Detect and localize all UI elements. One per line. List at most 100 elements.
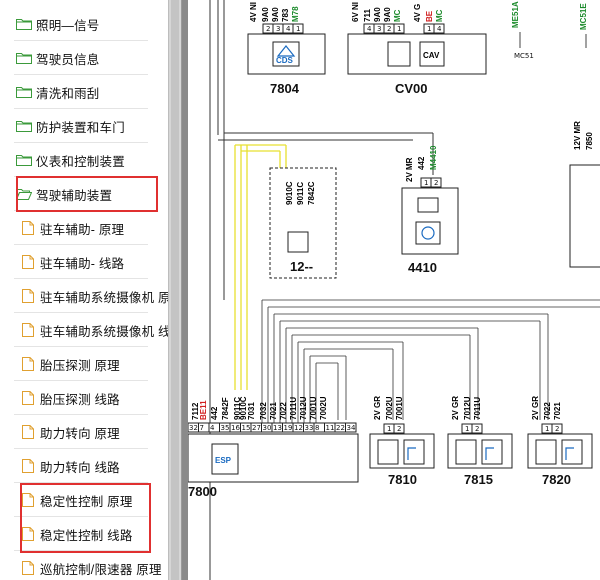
folder-open-icon [16, 189, 32, 200]
component-icon-box [455, 439, 477, 465]
connector-code: 2V GR [373, 396, 382, 420]
wire-label: 7850 [585, 132, 594, 150]
pin-number: 4 [367, 25, 372, 33]
connector-pin [433, 23, 445, 34]
component-12-dashed [269, 167, 337, 279]
row-separator [14, 550, 148, 551]
tree-folder-item[interactable]: 仪表和控制装置 [0, 143, 170, 177]
wire-label: 9010C [239, 396, 248, 420]
tree-folder-item[interactable]: 照明—信号 [0, 7, 170, 41]
pin-number: 2 [555, 425, 559, 433]
tree-document-item[interactable]: 胎压探测 线路 [0, 381, 170, 415]
pin-number: 1 [545, 425, 549, 433]
tree-folder-item[interactable]: 驾驶辅助装置 [0, 177, 170, 211]
pin-number: 34 [347, 424, 356, 432]
row-separator [14, 482, 148, 483]
row-separator [14, 346, 148, 347]
connector-pin [393, 423, 405, 434]
row-separator [14, 516, 148, 517]
tree-document-item[interactable]: 稳定性控制 线路 [0, 517, 170, 551]
document-icon [22, 255, 34, 269]
component-icon-box [535, 439, 557, 465]
pin-number: 3 [276, 25, 280, 33]
tree-item-label: 巡航控制/限速器 原理 [40, 562, 162, 577]
tree-item-label: 驻车辅助- 原理 [40, 222, 125, 237]
tree-folder-item[interactable]: 防护装置和车门 [0, 109, 170, 143]
cds-icon-label: CDS [276, 56, 294, 65]
pin-number: 1 [296, 25, 300, 33]
pin-number: 3 [377, 25, 381, 33]
tree-item-label: 胎压探测 原理 [40, 358, 120, 373]
tree-item-label: 驾驶辅助装置 [36, 188, 113, 203]
wire-label: BE11 [199, 400, 208, 420]
wire-label: 7001U [309, 396, 318, 420]
tree-document-item[interactable]: 驻车辅助系统摄像机 原 [0, 279, 170, 313]
pin-number: 1 [397, 25, 401, 33]
wire-label: 9011C [296, 182, 305, 205]
wire-label: 7002U [319, 396, 328, 420]
pin-number: 22 [336, 424, 345, 432]
sensor-icon [407, 447, 416, 460]
tree-item-label: 稳定性控制 原理 [40, 494, 133, 509]
tree-document-item[interactable]: 驻车辅助系统摄像机 线 [0, 313, 170, 347]
row-separator [14, 108, 148, 109]
document-icon [22, 425, 34, 439]
folder-icon [16, 19, 32, 30]
pin-number: 33 [305, 424, 314, 432]
tree-item-label: 稳定性控制 线路 [40, 528, 133, 543]
pane-splitter[interactable] [182, 0, 188, 580]
connector-pin [345, 422, 357, 433]
wire-label: 7842C [307, 181, 316, 205]
esp-icon-label: ESP [215, 456, 232, 465]
pin-number: 7 [200, 424, 204, 432]
component-icon-box [481, 439, 503, 465]
wire-label: 7022 [543, 402, 552, 420]
ground-label: MC51E [579, 3, 588, 30]
pin-number: 11 [326, 424, 335, 432]
tree-document-item[interactable]: 助力转向 原理 [0, 415, 170, 449]
tree-document-item[interactable]: 驻车辅助- 原理 [0, 211, 170, 245]
component-label: CV00 [395, 81, 428, 96]
cav-icon-label: CAV [423, 51, 440, 60]
tree-document-item[interactable]: 胎压探测 原理 [0, 347, 170, 381]
scrollbar-thumb[interactable] [171, 0, 179, 580]
document-icon [22, 459, 34, 473]
pin-number: 8 [315, 424, 319, 432]
tree-document-item[interactable]: 巡航控制/限速器 原理 [0, 551, 170, 580]
row-separator [14, 74, 148, 75]
document-icon [22, 357, 34, 371]
document-icon [22, 323, 34, 337]
wire-label: 442 [417, 156, 426, 170]
pin-number: 35 [221, 424, 230, 432]
component-label: 7815 [464, 472, 493, 487]
tree-document-item[interactable]: 驻车辅助- 线路 [0, 245, 170, 279]
tree-folder-item[interactable]: 清洗和雨刮 [0, 75, 170, 109]
wire-label: 7021 [269, 402, 278, 420]
component-label: 12-- [290, 259, 313, 274]
tree-item-label: 照明—信号 [36, 18, 100, 33]
component-label: 4410 [408, 260, 437, 275]
component-right-partial [569, 164, 600, 268]
connector-pin [551, 423, 563, 434]
tree-document-item[interactable]: 助力转向 线路 [0, 449, 170, 483]
component-icon-box [377, 439, 399, 465]
tree-document-item[interactable]: 稳定性控制 原理 [0, 483, 170, 517]
row-separator [14, 244, 148, 245]
pin-number: 1 [465, 425, 469, 433]
ground-label: ME51A [511, 1, 520, 28]
wire-label: MC [393, 9, 402, 22]
component-label: 7820 [542, 472, 571, 487]
tree-item-label: 仪表和控制装置 [36, 154, 125, 169]
row-separator [14, 414, 148, 415]
tree-folder-item[interactable]: 驾驶员信息 [0, 41, 170, 75]
document-icon [22, 493, 34, 507]
tree-item-label: 防护装置和车门 [36, 120, 125, 135]
connector-pin [393, 23, 405, 34]
tree-item-label: 驻车辅助系统摄像机 原 [40, 290, 170, 305]
component-icon-box [403, 439, 425, 465]
pin-number: 2 [475, 425, 479, 433]
folder-icon [16, 87, 32, 98]
wire-label: 9A0 [271, 7, 280, 22]
sidebar-scrollbar[interactable] [168, 0, 182, 580]
